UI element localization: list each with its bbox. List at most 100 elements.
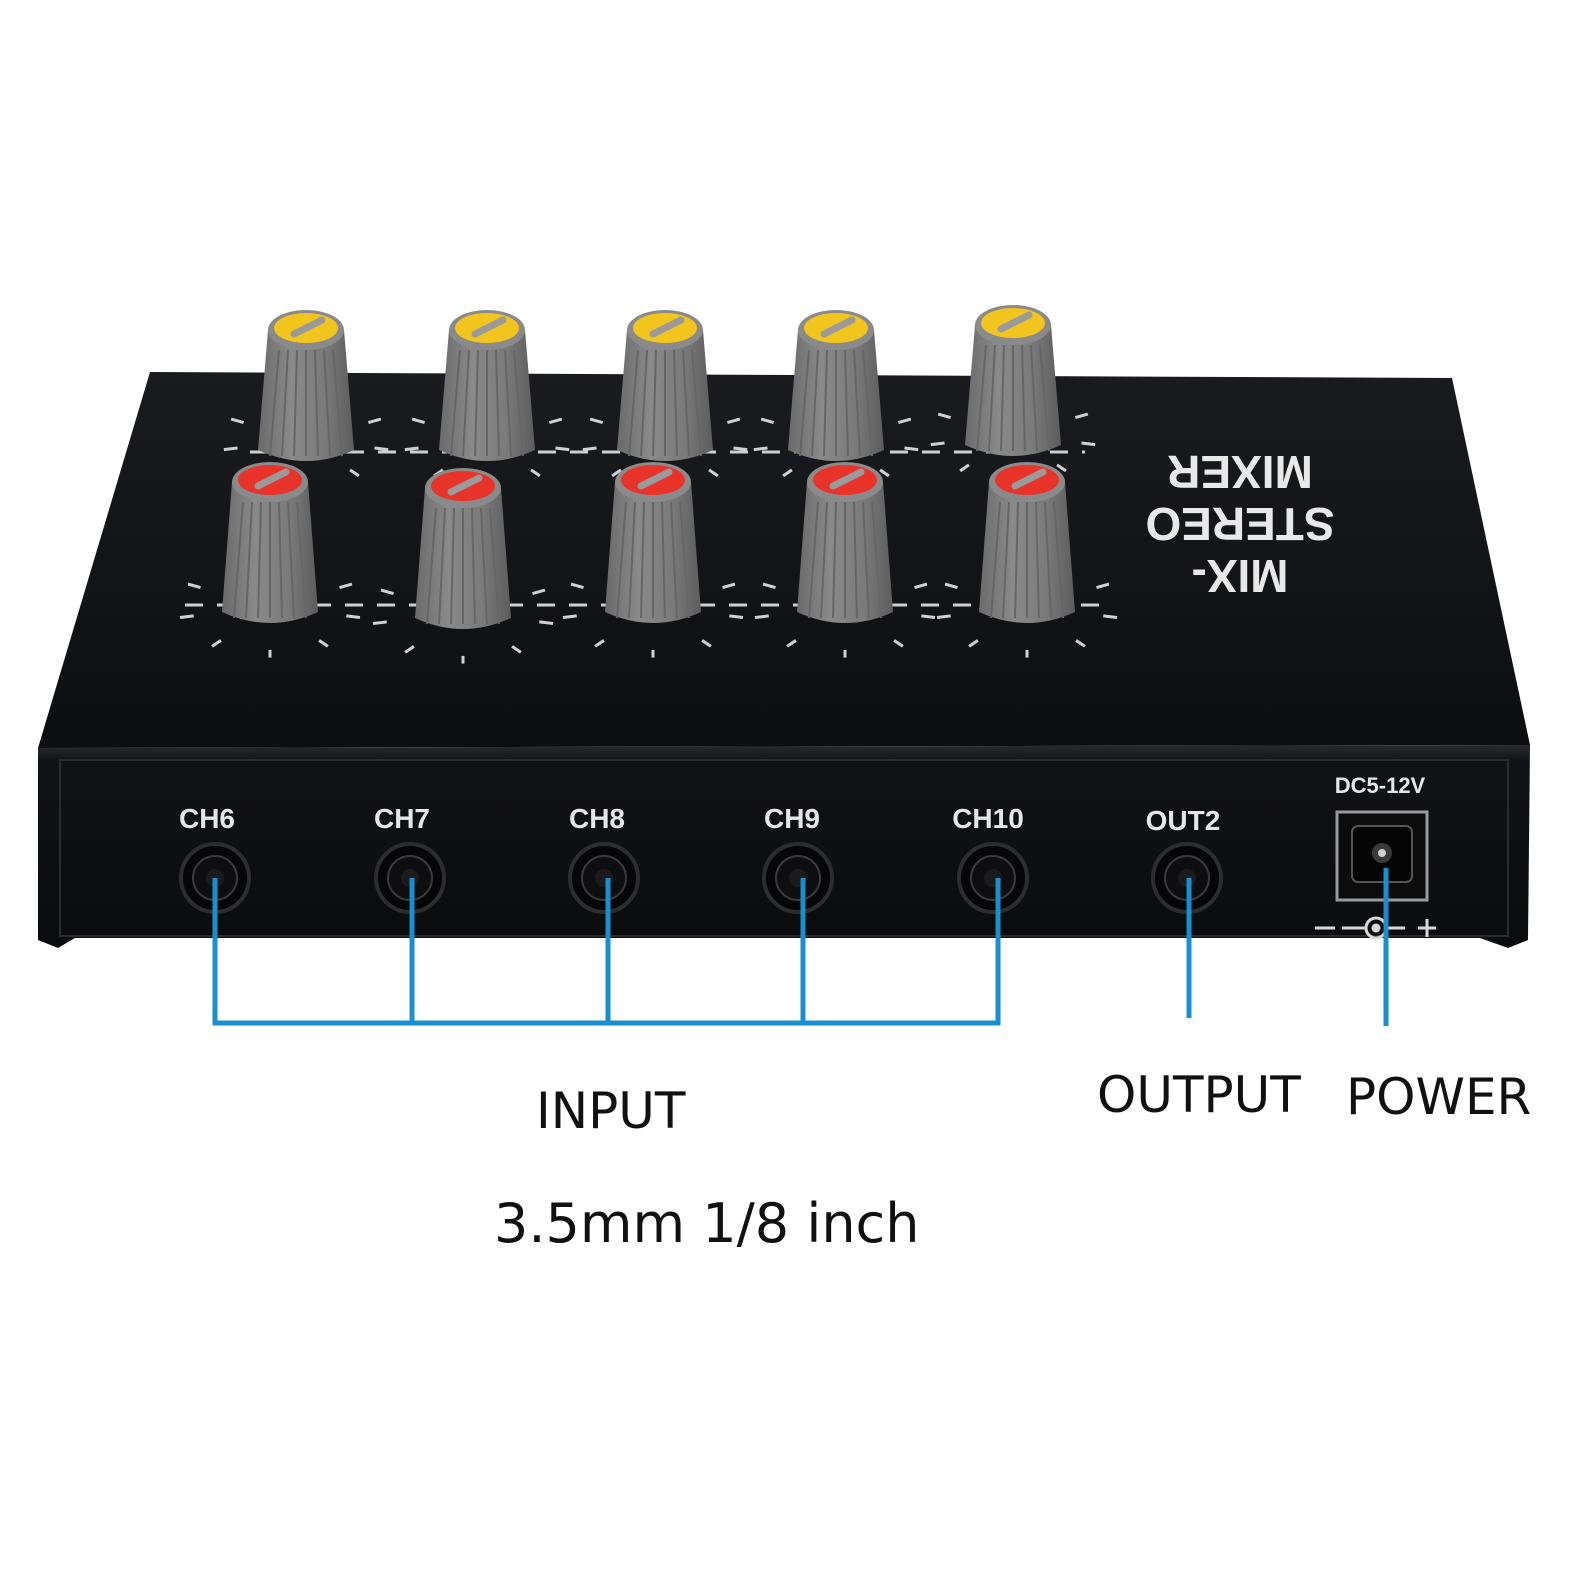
tick-mark: [936, 614, 951, 620]
tick-mark: [722, 582, 736, 589]
volume-knob-top-5[interactable]: [965, 305, 1061, 456]
knob-pointer: [997, 311, 1033, 333]
title-line-3: MIXER: [1167, 446, 1313, 498]
input-jack-3[interactable]: [568, 842, 640, 914]
knob-pointer: [290, 316, 326, 338]
knob-rib: [489, 507, 500, 625]
tick-mark: [897, 417, 912, 424]
knob-rib: [1044, 501, 1052, 619]
knob-rib: [233, 501, 244, 619]
tick-mark: [786, 639, 797, 648]
output-label: OUT2: [1146, 805, 1221, 836]
front-panel-inner-edge: [59, 759, 1509, 937]
volume-knob-top-1[interactable]: [258, 310, 354, 461]
knob-rib: [682, 349, 690, 457]
knob-rib: [640, 501, 645, 619]
power-spec-label: DC5-12V: [1335, 773, 1426, 798]
volume-knob-top-2[interactable]: [439, 310, 535, 461]
tick-mark: [530, 468, 541, 478]
knob-rib: [832, 501, 837, 619]
device-title: MIX- STEREO MIXER: [1145, 446, 1334, 602]
channel-label-ch10: CH10: [952, 803, 1024, 834]
knob-pointer: [829, 468, 865, 490]
volume-knob-bottom-2[interactable]: [415, 468, 511, 629]
tick-mark: [1075, 639, 1086, 648]
knob-rib: [257, 501, 262, 619]
knob-rib: [616, 501, 627, 619]
volume-knob-bottom-5[interactable]: [979, 462, 1075, 623]
tick-mark: [555, 446, 570, 452]
tick-mark: [372, 620, 387, 626]
output-caption: OUTPUT: [1097, 1066, 1301, 1124]
knob-rib: [287, 501, 295, 619]
knob-rib: [652, 349, 657, 457]
tick-mark: [762, 582, 776, 589]
knob-rib: [640, 349, 648, 457]
tick-mark: [367, 417, 382, 424]
knob-rib: [820, 501, 828, 619]
tick-mark: [346, 614, 361, 620]
knob-rib: [332, 349, 343, 457]
knob-rib: [471, 507, 476, 625]
tick-mark: [782, 468, 793, 478]
knob-rib: [314, 349, 319, 457]
tick-mark: [904, 446, 919, 452]
tick-mark: [930, 441, 945, 447]
tick-mark: [349, 468, 360, 478]
tick-mark: [532, 588, 546, 595]
tick-mark: [1081, 441, 1096, 447]
input-jack-5[interactable]: [957, 842, 1029, 914]
volume-knob-bottom-3[interactable]: [605, 462, 701, 623]
knob-rib: [976, 344, 987, 452]
jack-size-caption: 3.5mm 1/8 inch: [494, 1192, 920, 1255]
knob-rib: [426, 507, 437, 625]
tick-mark: [921, 614, 936, 620]
tick-mark: [726, 417, 741, 424]
knob-rib: [293, 349, 298, 457]
tick-mark: [893, 639, 904, 648]
volume-knob-bottom-1[interactable]: [222, 462, 318, 623]
knob-pointer: [1011, 468, 1047, 490]
tick-mark: [187, 582, 201, 589]
tick-mark: [539, 620, 554, 626]
knob-rib: [450, 507, 455, 625]
knob-rib: [245, 501, 253, 619]
tick-mark: [937, 412, 952, 419]
knob-rib: [1021, 344, 1026, 452]
knob-rib: [1014, 501, 1019, 619]
tick-mark: [708, 468, 719, 478]
knob-rib: [438, 507, 446, 625]
tick-mark: [968, 639, 979, 648]
knob-rib: [462, 349, 470, 457]
volume-knob-top-3[interactable]: [617, 310, 713, 461]
knob-rib: [1030, 344, 1038, 452]
knob-rib: [670, 501, 678, 619]
knob-rib: [853, 349, 861, 457]
knob-rib: [628, 349, 639, 457]
dc-power-jack[interactable]: [1335, 810, 1429, 902]
power-caption: POWER: [1346, 1068, 1532, 1126]
knob-pointer: [447, 474, 483, 496]
knob-rib: [823, 349, 828, 457]
tick-mark: [404, 446, 419, 452]
tick-mark: [944, 582, 958, 589]
callout-lines: [212, 868, 1389, 1026]
tick-mark: [570, 582, 584, 589]
tick-mark: [582, 446, 597, 452]
knob-rib: [673, 349, 678, 457]
knob-pointer: [471, 316, 507, 338]
input-jack-4[interactable]: [762, 842, 834, 914]
volume-knob-top-4[interactable]: [788, 310, 884, 461]
tick-mark: [548, 417, 563, 424]
tick-mark: [562, 614, 577, 620]
knob-pointer: [649, 316, 685, 338]
channel-label-ch9: CH9: [764, 803, 820, 834]
tick-mark: [1056, 463, 1067, 473]
knob-rib: [871, 501, 882, 619]
knob-rib: [480, 507, 488, 625]
tick-mark: [411, 417, 426, 424]
knob-rib: [1000, 344, 1005, 452]
tick-mark: [959, 463, 970, 473]
volume-knob-bottom-4[interactable]: [797, 462, 893, 623]
